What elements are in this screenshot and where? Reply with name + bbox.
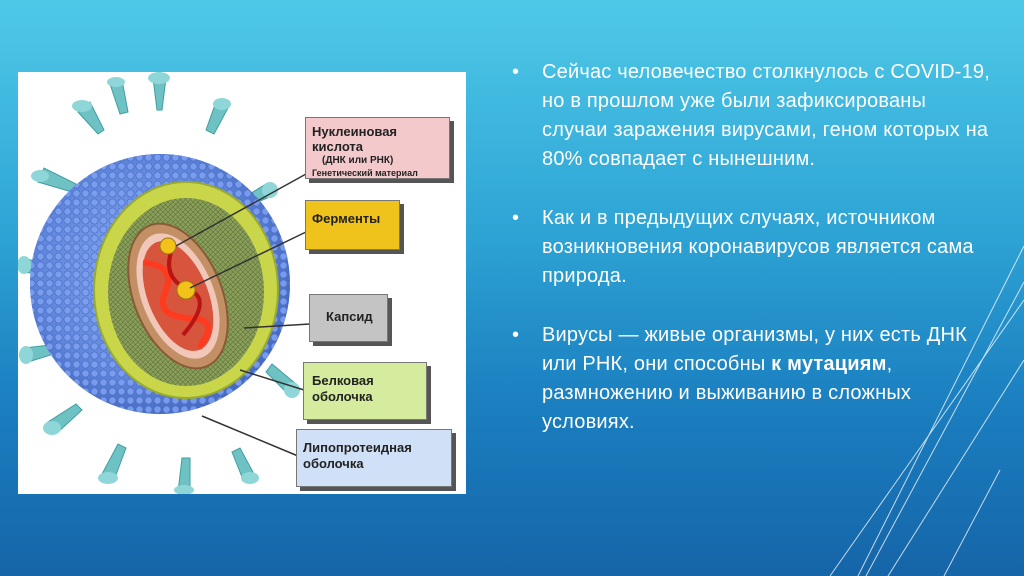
rna-strand xyxy=(142,259,211,350)
bullet-list: • Сейчас человечество столкнулось с COVI… xyxy=(512,58,992,467)
bullet-text-bold: к мутациям xyxy=(771,353,887,375)
bullet-text-end: , размножению и выживанию в сложных усло… xyxy=(542,353,912,433)
label-lipoprotein-shell: Липопротеидная оболочка xyxy=(296,429,452,487)
label-capsid: Капсид xyxy=(309,294,388,342)
enzyme-dot xyxy=(159,237,177,255)
bullet-item: • Как и в предыдущих случаях, источником… xyxy=(512,204,992,291)
spike-tips xyxy=(18,72,300,494)
virus-illustration xyxy=(18,72,311,494)
label-nucleic-acid: Нуклеиновая кислота (ДНК или РНК) Генети… xyxy=(305,117,450,179)
label-protein-shell-line1: Белковая xyxy=(312,373,374,388)
pointer-lines xyxy=(175,173,311,457)
bullet-text-start: Вирусы — живые организмы, у них есть ДНК… xyxy=(542,324,967,375)
label-protein-shell-line2: оболочка xyxy=(312,389,373,404)
label-genetic-material: Генетический материал xyxy=(312,168,418,178)
bullet-text: Сейчас человечество столкнулось с COVID-… xyxy=(542,61,990,170)
bullet-marker: • xyxy=(512,324,520,346)
bullet-marker: • xyxy=(512,207,520,229)
enzyme-dot xyxy=(176,280,196,300)
bullet-marker: • xyxy=(512,61,520,83)
label-lipoprotein-line2: оболочка xyxy=(303,456,364,471)
virus-diagram: Нуклеиновая кислота (ДНК или РНК) Генети… xyxy=(18,72,466,494)
label-nucleic-acid-title: Нуклеиновая кислота xyxy=(312,124,398,154)
bullet-item: • Сейчас человечество столкнулось с COVI… xyxy=(512,58,992,174)
bullet-text: Как и в предыдущих случаях, источником в… xyxy=(542,207,974,287)
bullet-item: • Вирусы — живые организмы, у них есть Д… xyxy=(512,321,992,437)
label-enzymes: Ферменты xyxy=(305,200,400,250)
label-lipoprotein-line1: Липопротеидная xyxy=(303,440,412,455)
label-nucleic-acid-sub: (ДНК или РНК) xyxy=(322,155,394,166)
label-protein-shell: Белковая оболочка xyxy=(303,362,427,420)
